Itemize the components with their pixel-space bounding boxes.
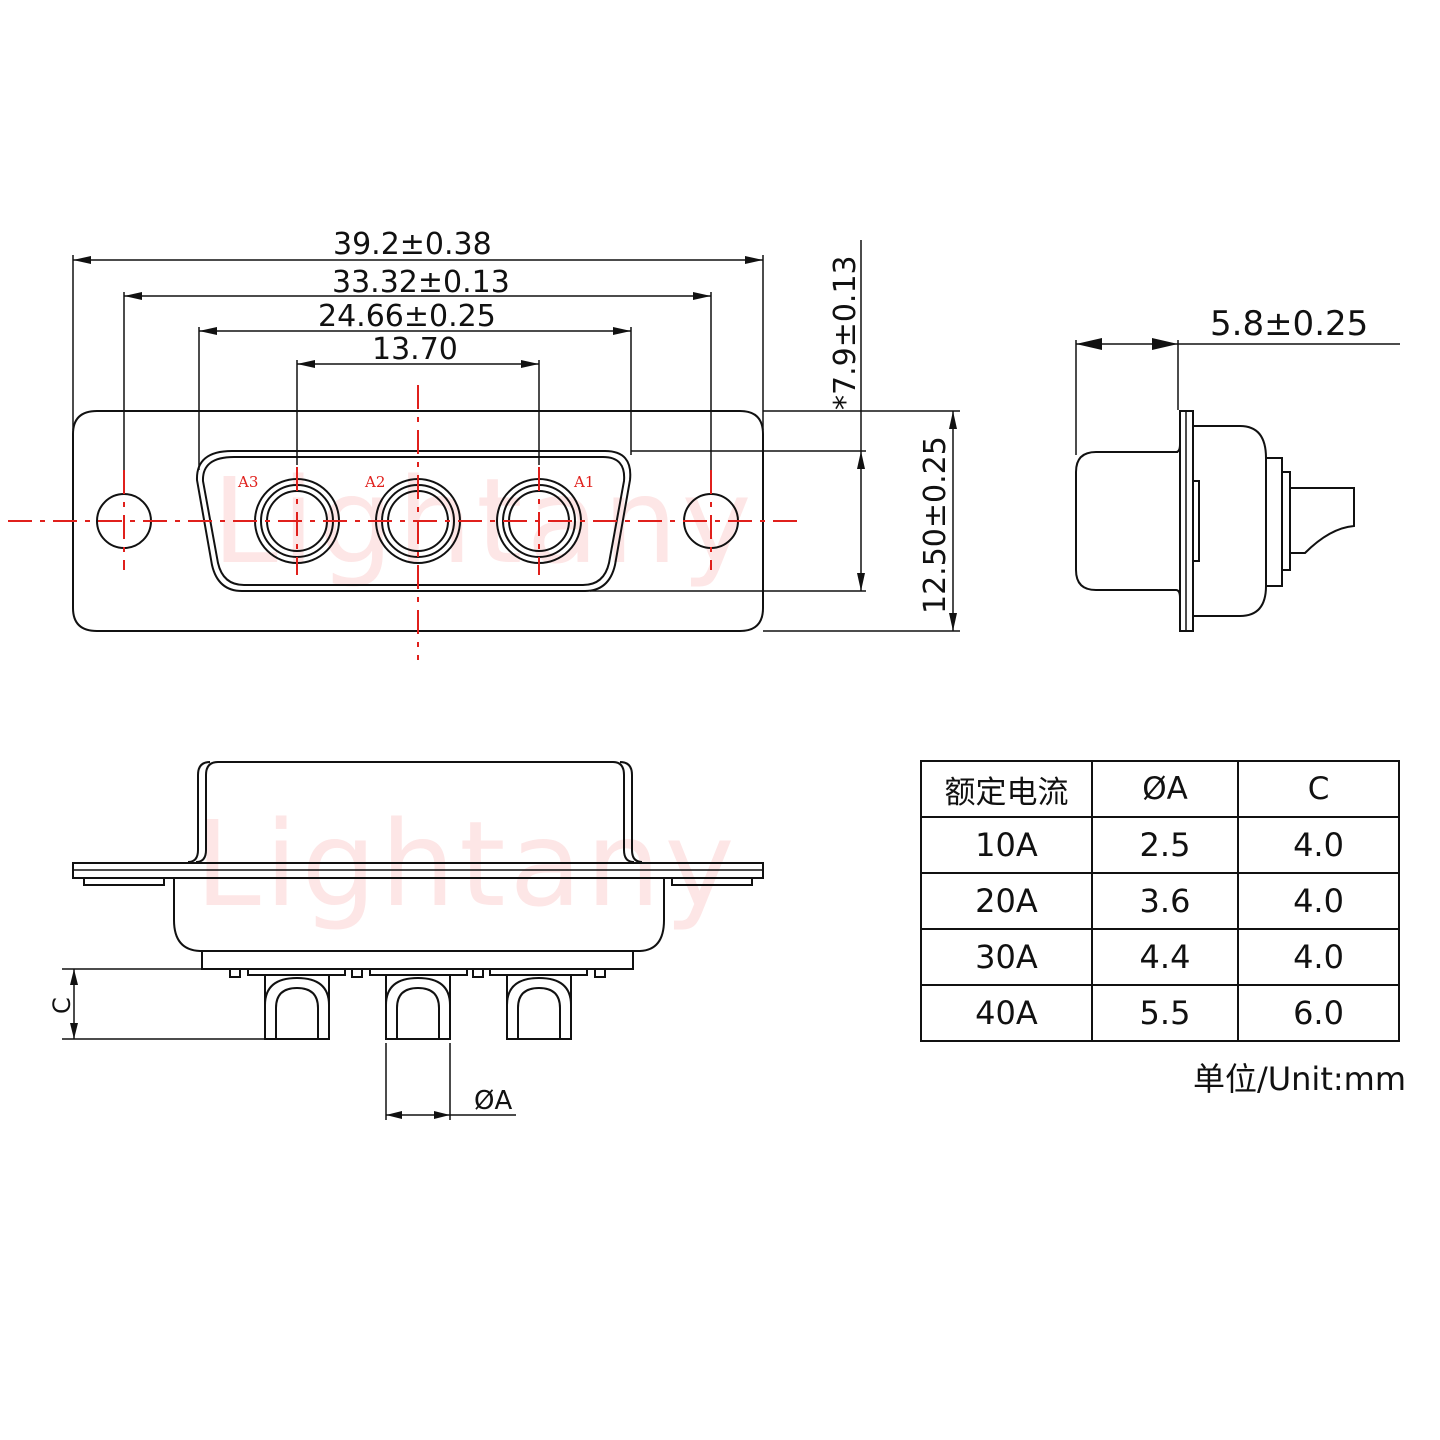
svg-text:C: C — [48, 997, 76, 1014]
dim-shell-height: *7.9±0.13 — [828, 240, 865, 591]
cell-c: 4.0 — [1237, 816, 1400, 874]
table-header-row: 额定电流 ØA C — [920, 760, 1400, 818]
cell-diameter: 5.5 — [1090, 984, 1240, 1042]
svg-text:33.32±0.13: 33.32±0.13 — [332, 265, 510, 300]
dim-mounting-hole-pitch: 33.32±0.13 — [124, 265, 711, 300]
table-row: 30A 4.4 4.0 — [920, 928, 1400, 986]
dim-contact-pitch: 13.70 — [297, 332, 539, 368]
dim-shell-width: 24.66±0.25 — [199, 299, 631, 335]
dim-pin-diameter-a: ØA — [385, 1043, 516, 1120]
side-view: 5.8±0.25 — [1075, 304, 1400, 632]
header-rated-current: 额定电流 — [920, 760, 1093, 818]
bottom-view: Lightany — [48, 761, 764, 1120]
front-view: Lightany A3 A2 A1 — [8, 227, 960, 660]
spec-table: 额定电流 ØA C 10A 2.5 4.0 20A 3.6 4.0 30A 4.… — [920, 760, 1400, 1042]
cell-diameter: 3.6 — [1090, 872, 1240, 930]
svg-text:ØA: ØA — [474, 1086, 512, 1116]
flange-outline — [72, 410, 764, 632]
d-shell-inner — [201, 456, 626, 586]
svg-text:12.50±0.25: 12.50±0.25 — [918, 436, 953, 614]
dim-flange-height: 12.50±0.25 — [918, 411, 957, 631]
pin-label-a1: A1 — [573, 473, 594, 491]
cell-current: 20A — [920, 872, 1093, 930]
cell-current: 40A — [920, 984, 1093, 1042]
cell-current: 30A — [920, 928, 1093, 986]
pin-label-a2: A2 — [364, 473, 385, 491]
dim-overall-width: 39.2±0.38 — [73, 227, 763, 264]
cell-c: 4.0 — [1237, 928, 1400, 986]
svg-text:*7.9±0.13: *7.9±0.13 — [828, 255, 863, 410]
dim-mating-depth: 5.8±0.25 — [1076, 304, 1400, 350]
table-row: 10A 2.5 4.0 — [920, 816, 1400, 874]
cell-current: 10A — [920, 816, 1093, 874]
svg-text:5.8±0.25: 5.8±0.25 — [1210, 304, 1368, 344]
header-pin-diameter: ØA — [1090, 760, 1240, 818]
table-row: 40A 5.5 6.0 — [920, 984, 1400, 1042]
solder-cup-1 — [264, 974, 330, 1040]
cell-c: 6.0 — [1237, 984, 1400, 1042]
header-c: C — [1237, 760, 1400, 818]
table-row: 20A 3.6 4.0 — [920, 872, 1400, 930]
pin-label-a3: A3 — [237, 473, 258, 491]
solder-cup-2 — [385, 974, 451, 1040]
cell-diameter: 2.5 — [1090, 816, 1240, 874]
solder-cup-3 — [506, 974, 572, 1040]
svg-text:13.70: 13.70 — [372, 332, 458, 367]
dim-pin-length-c: C — [48, 968, 329, 1040]
svg-text:24.66±0.25: 24.66±0.25 — [318, 299, 496, 334]
cell-c: 4.0 — [1237, 872, 1400, 930]
cell-diameter: 4.4 — [1090, 928, 1240, 986]
svg-text:39.2±0.38: 39.2±0.38 — [333, 227, 492, 262]
unit-note: 单位/Unit:mm — [1192, 1060, 1406, 1098]
